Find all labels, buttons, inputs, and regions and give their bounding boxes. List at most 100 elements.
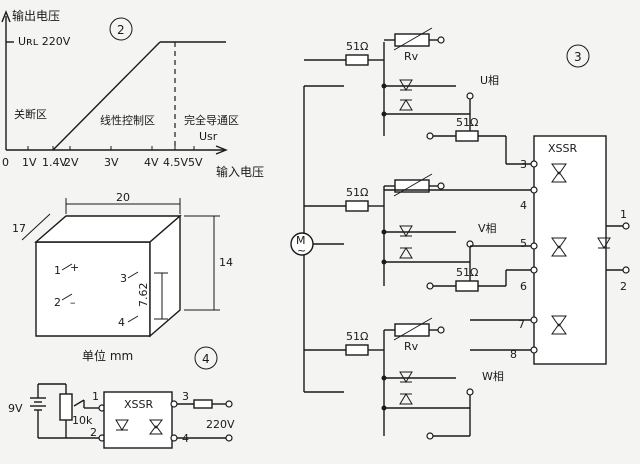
scr-forward-v	[399, 225, 413, 237]
phase-v-branch: 51Ω V相 51Ω	[304, 173, 534, 292]
ssr-triac-w	[551, 315, 567, 335]
phase-label-v: V相	[478, 222, 497, 235]
scr-forward-w	[399, 371, 413, 383]
series-resistor-v	[455, 280, 479, 292]
tick-label-1v: 1V	[22, 156, 37, 169]
pin-3-label: 3	[120, 272, 127, 285]
ssr-led-icon	[597, 237, 611, 249]
terminal-6-label: 6	[520, 280, 527, 293]
test-pin-4-terminal	[170, 434, 178, 442]
figure-4-circle	[194, 346, 218, 370]
load-terminal-top	[225, 400, 233, 408]
x-axis-symbol: Usr	[199, 130, 218, 143]
phase-label-u: U相	[480, 74, 499, 87]
control-pin-2-label: 2	[620, 280, 627, 293]
varistor-label-u: Rv	[404, 50, 419, 63]
scr-forward-u	[399, 79, 413, 91]
y-axis-arrow-icon	[1, 10, 11, 23]
figure-3-circle	[566, 44, 590, 68]
three-phase-ssr-body	[533, 135, 607, 365]
full-region-label: 完全导通区	[184, 113, 239, 127]
terminal-7-label: 7	[518, 318, 525, 331]
depth-dimension-line	[21, 213, 51, 241]
resistor-label-v2: 51Ω	[456, 266, 478, 279]
linear-region-label: 线性控制区	[100, 113, 155, 127]
scr-reverse-u	[399, 99, 413, 111]
package-side-face	[149, 214, 181, 338]
x-ticks	[27, 146, 195, 150]
snubber-resistor-v	[345, 200, 369, 212]
pin-1-label: 1	[54, 264, 61, 277]
control-terminal-2	[622, 266, 630, 274]
pin-2-label: 2	[54, 296, 61, 309]
test-pin-3-label: 3	[182, 390, 189, 403]
terminal-8-label: 8	[510, 348, 517, 361]
test-pin-3-terminal	[170, 400, 178, 408]
test-circuit: 9V 10k 1 2 XSSR 3 4 220V	[8, 383, 235, 449]
tick-label-5v: 5V	[188, 156, 203, 169]
tick-label-0: 0	[2, 156, 9, 169]
load-resistor	[193, 399, 213, 409]
unit-label: 单位 mm	[82, 348, 133, 363]
three-phase-ssr-label: XSSR	[548, 142, 578, 155]
figure-2-number: 2	[117, 23, 125, 37]
figure-2-circle	[109, 17, 133, 41]
wiper-arrow-icon	[73, 399, 85, 407]
terminal-5-label: 5	[520, 237, 527, 250]
resistor-label-v: 51Ω	[346, 186, 368, 199]
potentiometer	[59, 393, 73, 421]
tick-label-2v: 2V	[64, 156, 79, 169]
pin-2-mark	[61, 293, 73, 301]
terminal-8	[530, 346, 538, 354]
terminal-5	[530, 242, 538, 250]
pin-1-mark	[61, 263, 73, 271]
pin-3-mark	[127, 271, 139, 279]
phase-w-branch: 51Ω Rv W相	[304, 317, 534, 440]
motor-label: M	[296, 234, 306, 247]
package-front-face	[35, 241, 151, 337]
led-icon	[115, 419, 129, 431]
test-ssr-label: XSSR	[124, 398, 154, 411]
terminal-3	[530, 160, 538, 168]
figure-4-number: 4	[202, 352, 210, 366]
snubber-resistor-w	[345, 344, 369, 356]
scr-reverse-v	[399, 247, 413, 259]
pin-2-sign: –	[70, 296, 76, 309]
figure-3-number: 3	[574, 50, 582, 64]
ssr-triac-u	[551, 163, 567, 183]
x-axis-arrow-icon	[215, 145, 228, 155]
x-axis-label: 输入电压	[216, 164, 264, 179]
off-region-label: 关断区	[14, 107, 47, 121]
width-dimension: 20	[116, 191, 130, 204]
height-dimension: 14	[219, 256, 233, 269]
tick-label-4-5v: 4.5V	[163, 156, 188, 169]
control-terminal-1	[622, 222, 630, 230]
tick-label-3v: 3V	[104, 156, 119, 169]
varistor-label-w: Rv	[404, 340, 419, 353]
resistor-label-w: 51Ω	[346, 330, 368, 343]
depth-dimension: 17	[12, 222, 26, 235]
tick-label-4v: 4V	[144, 156, 159, 169]
resistor-label-u2: 51Ω	[456, 116, 478, 129]
tick-label-1-4v: 1.4V	[42, 156, 67, 169]
phase-label-w: W相	[482, 370, 504, 383]
pin-spacing-dimension: 7.62	[137, 283, 150, 308]
motor-symbol: ~	[297, 244, 306, 257]
test-pin-1-label: 1	[92, 390, 99, 403]
snubber-resistor-u	[345, 54, 369, 66]
ssr-triac-v	[551, 237, 567, 257]
terminal-6	[530, 266, 538, 274]
pin-1-sign: +	[70, 261, 79, 274]
rated-output-label: Uʀʟ 220V	[18, 35, 71, 48]
scr-reverse-w	[399, 393, 413, 405]
load-terminal-bottom	[225, 434, 233, 442]
pin-4-label: 4	[118, 316, 125, 329]
supply-label: 9V	[8, 402, 23, 415]
control-pin-1-label: 1	[620, 208, 627, 221]
y-axis-label: 输出电压	[12, 8, 60, 23]
pin-4-mark	[127, 315, 139, 323]
terminal-4	[530, 186, 538, 194]
three-phase-figure: 3 M ~ 51Ω Rv	[290, 27, 630, 440]
phase-u-branch: 51Ω Rv U相 51Ω	[304, 27, 534, 165]
